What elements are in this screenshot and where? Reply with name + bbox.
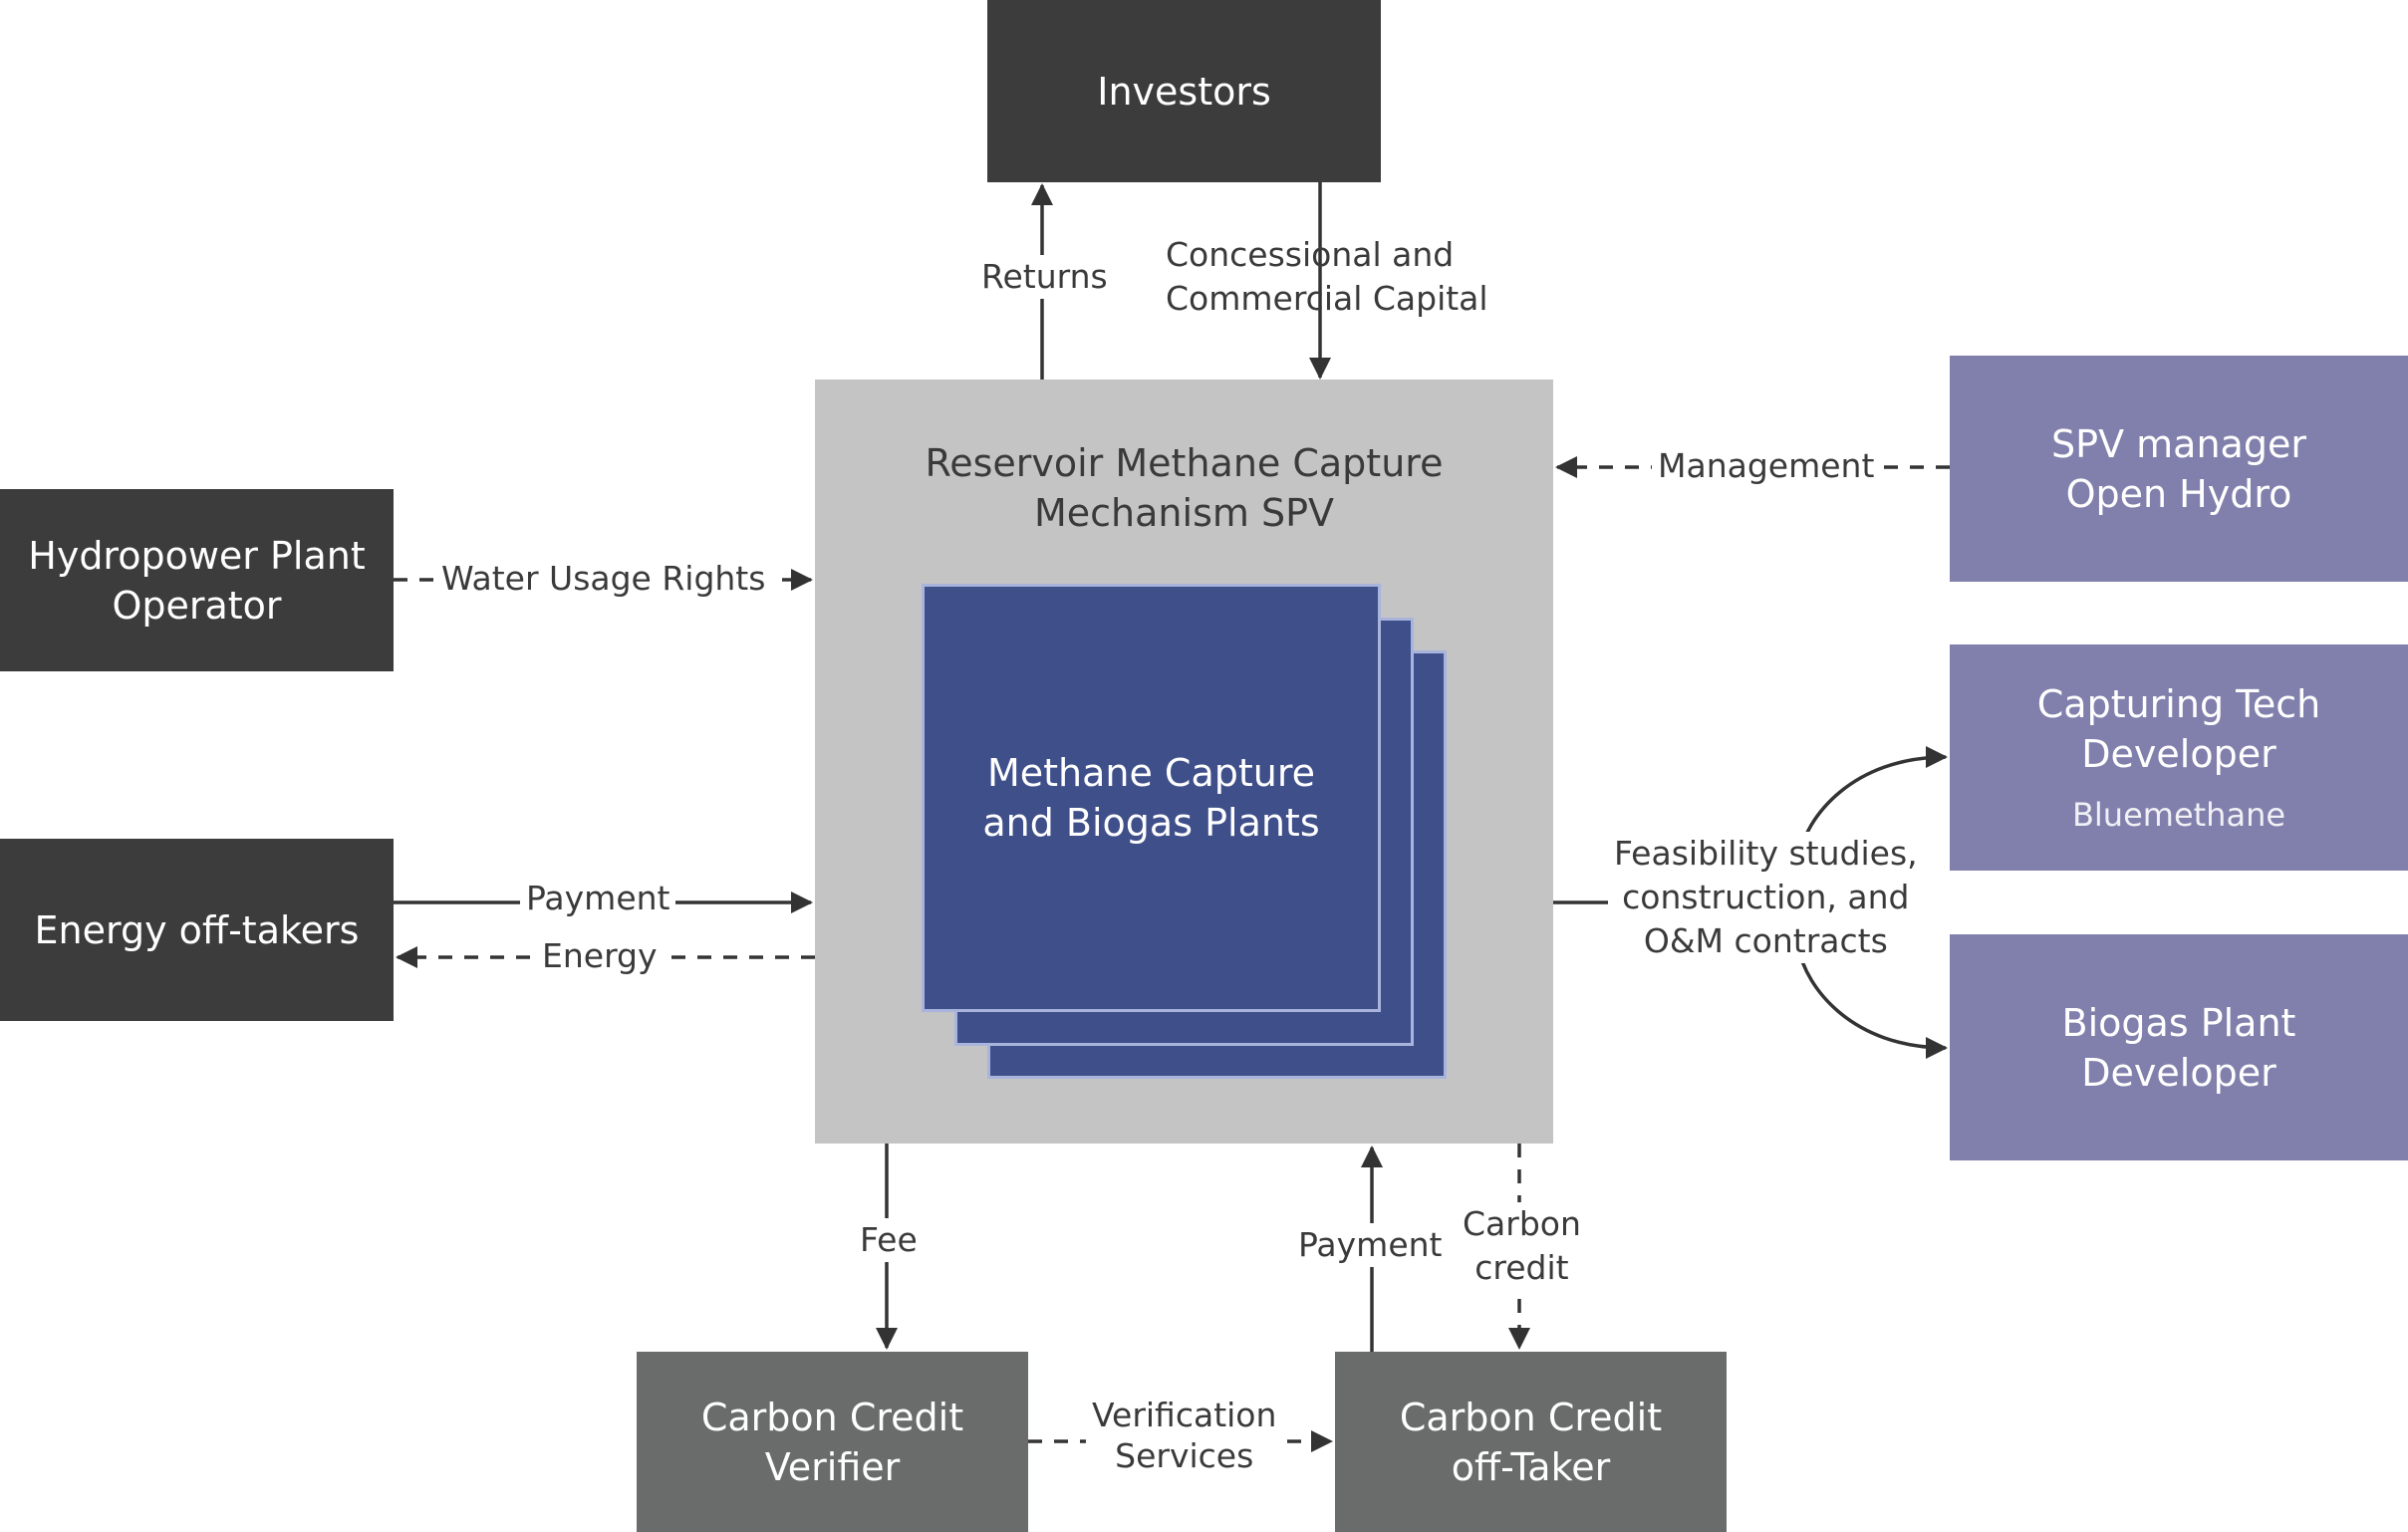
biogas-dev-label: Biogas Plant Developer [2061, 1000, 2296, 1095]
verifier-label: Carbon Credit Verifier [700, 1395, 964, 1489]
contracts-label: Feasibility studies, construction, and O… [1608, 832, 1924, 963]
hydropower-label: Hydropower Plant Operator [28, 533, 366, 628]
hydropower-box: Hydropower Plant Operator [0, 489, 394, 671]
energy-label: Energy [536, 934, 664, 978]
fee-label: Fee [854, 1218, 924, 1262]
investors-box: Investors [987, 0, 1381, 182]
verification-label: Verification Services [1086, 1395, 1283, 1476]
spv-manager-box: SPV manager Open Hydro [1950, 356, 2408, 582]
carbon-credit-label: Carbon credit [1457, 1202, 1587, 1290]
capturing-tech-sub: Bluemethane [2071, 795, 2286, 834]
spv-manager-label: SPV manager Open Hydro [2051, 421, 2306, 516]
plants-label: Methane Capture and Biogas Plants [982, 751, 1320, 845]
returns-label: Returns [975, 255, 1114, 299]
verifier-box: Carbon Credit Verifier [637, 1352, 1028, 1532]
plant-card-front: Methane Capture and Biogas Plants [922, 584, 1381, 1012]
capturing-tech-box: Capturing Tech Developer Bluemethane [1950, 644, 2408, 871]
offtaker-box: Carbon Credit off-Taker [1335, 1352, 1727, 1532]
spv-title: Reservoir Methane Capture Mechanism SPV [925, 441, 1444, 535]
investors-label: Investors [1097, 69, 1271, 114]
capturing-tech-label: Capturing Tech Developer [2036, 681, 2321, 776]
energy-offtakers-box: Energy off-takers [0, 839, 394, 1021]
biogas-dev-box: Biogas Plant Developer [1950, 934, 2408, 1160]
offtaker-label: Carbon Credit off-Taker [1399, 1395, 1663, 1489]
payment-credit-label: Payment [1292, 1223, 1449, 1267]
management-label: Management [1652, 444, 1881, 488]
energy-offtakers-label: Energy off-takers [34, 907, 360, 952]
capital-label: Concessional and Commercial Capital [1166, 235, 1488, 318]
water-label: Water Usage Rights [435, 557, 772, 601]
payment-energy-label: Payment [520, 877, 676, 920]
